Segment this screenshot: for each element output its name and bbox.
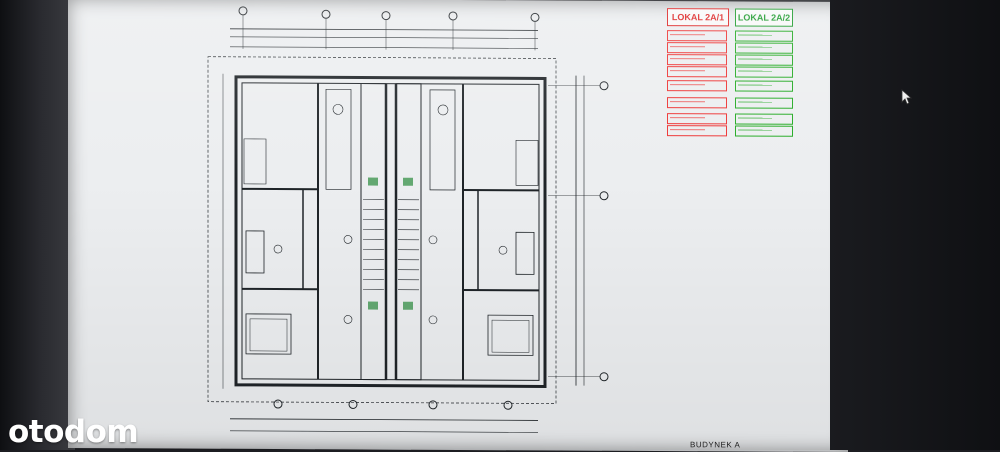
legend-row	[667, 66, 727, 77]
legend-row	[667, 97, 727, 108]
legend-row	[735, 113, 793, 124]
legend-row	[735, 54, 793, 65]
legend-row	[667, 42, 727, 53]
building-label: BUDYNEK A	[690, 440, 740, 449]
monitor-screen: LOKAL 2A/1 LOKAL 2A/2 BUDYNEK A	[68, 0, 848, 452]
legend-row	[735, 66, 793, 77]
monitor-bezel-left	[0, 0, 75, 450]
legend-title-unit-1: LOKAL 2A/1	[667, 8, 729, 26]
legend-row	[735, 30, 793, 41]
floor-plan-drawing	[68, 0, 848, 452]
legend-row	[667, 54, 727, 65]
legend-title-unit-2: LOKAL 2A/2	[735, 8, 793, 26]
legend-row	[735, 125, 793, 136]
otodom-watermark-logo: otodom	[8, 414, 138, 450]
mouse-pointer-icon	[901, 89, 913, 105]
monitor-bezel-right	[830, 0, 1000, 450]
legend-row	[667, 125, 727, 136]
legend-row	[735, 97, 793, 108]
legend-row	[667, 113, 727, 124]
legend-row	[667, 80, 727, 91]
legend-row	[667, 30, 727, 41]
legend-row	[735, 42, 793, 53]
legend-row	[735, 80, 793, 91]
